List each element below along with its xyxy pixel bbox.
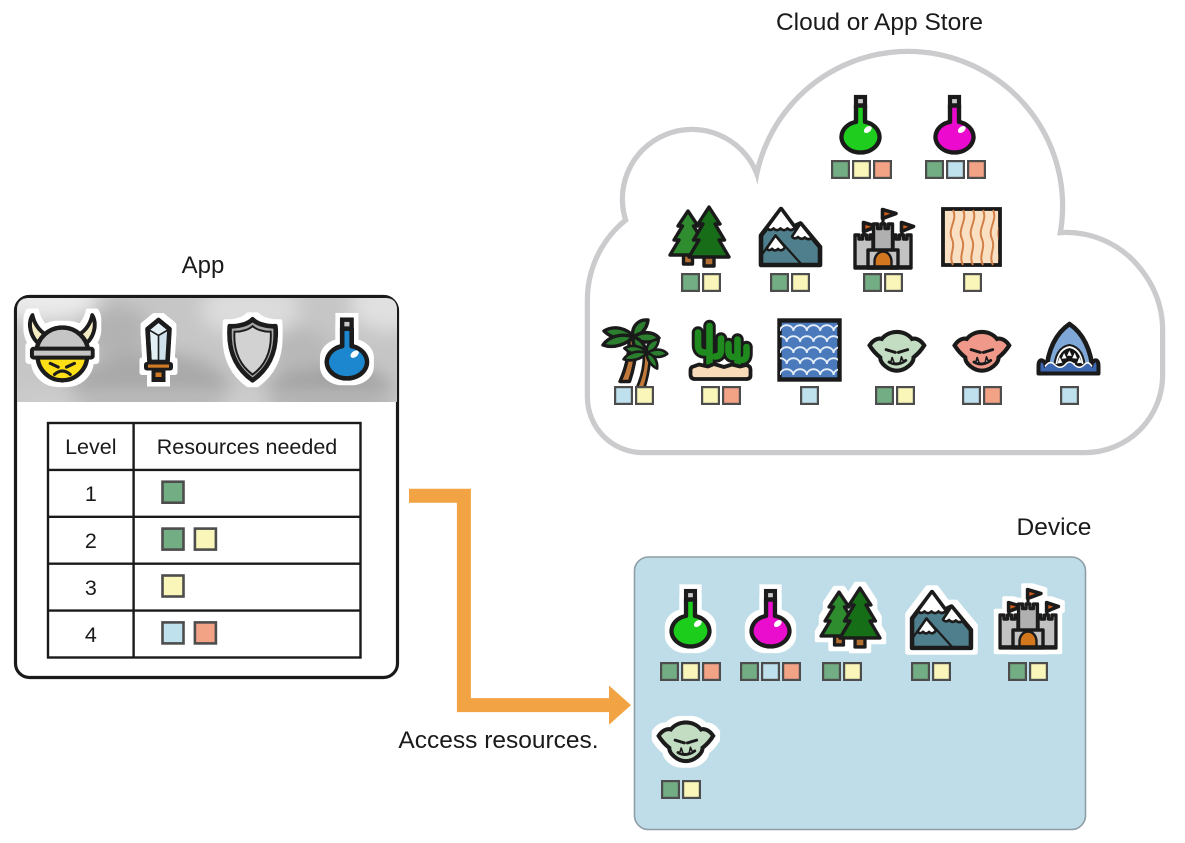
svg-text:Device: Device [1017, 514, 1092, 541]
svg-text:1: 1 [85, 482, 97, 506]
svg-text:Level: Level [65, 435, 116, 459]
svg-text:Resources needed: Resources needed [157, 435, 337, 459]
svg-text:3: 3 [85, 576, 97, 600]
svg-text:App: App [182, 252, 225, 279]
svg-text:Cloud or App Store: Cloud or App Store [776, 9, 983, 36]
svg-text:2: 2 [85, 529, 97, 553]
svg-text:4: 4 [85, 623, 97, 647]
svg-text:Access resources.: Access resources. [398, 727, 598, 754]
